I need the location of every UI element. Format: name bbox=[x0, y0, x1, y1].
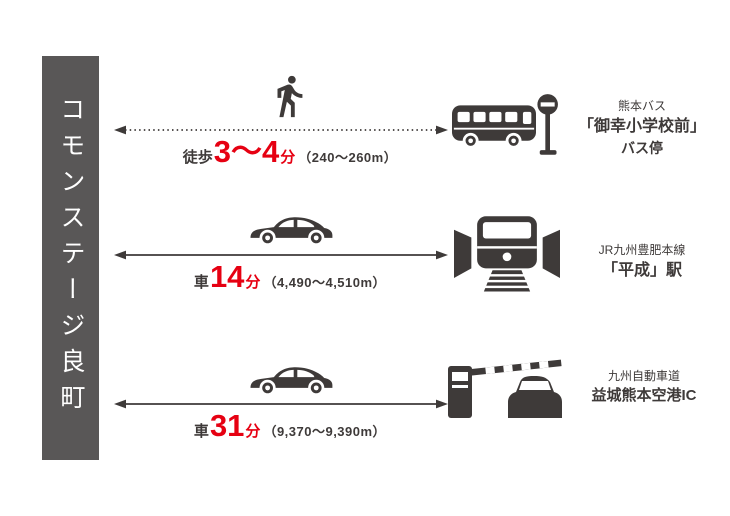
destination-line: JR九州豊肥本線 bbox=[598, 243, 686, 257]
destination-road: 九州自動車道 bbox=[607, 369, 680, 383]
destination-company: 熊本バス bbox=[617, 99, 666, 113]
destination-name: 「平成」駅 bbox=[601, 262, 682, 280]
distance-value: （9,370〜9,390m） bbox=[263, 424, 387, 439]
bus-stop-icon bbox=[452, 90, 564, 158]
time-value: 3〜4 bbox=[213, 134, 280, 169]
car-route-arrow-ic bbox=[114, 397, 448, 411]
mode-label: 車 bbox=[193, 423, 209, 440]
time-unit: 分 bbox=[280, 149, 296, 166]
car-time-distance-ic: 車 31 分 （9,370〜9,390m） bbox=[140, 410, 440, 441]
destination-name: 「御幸小学校前」 bbox=[577, 118, 706, 136]
destination-ic: 九州自動車道 益城熊本空港IC bbox=[566, 368, 722, 406]
time-unit: 分 bbox=[245, 423, 261, 440]
mode-label: 車 bbox=[193, 274, 209, 291]
time-value: 14 bbox=[209, 259, 245, 294]
car-icon bbox=[246, 356, 336, 400]
train-icon bbox=[454, 210, 560, 292]
property-name: コモンステージ良町 bbox=[57, 96, 85, 420]
destination-station: JR九州豊肥本線 「平成」駅 bbox=[566, 242, 718, 282]
walk-route-arrow bbox=[114, 123, 448, 137]
time-unit: 分 bbox=[245, 274, 261, 291]
destination-type: バス停 bbox=[621, 139, 663, 156]
walk-time-distance: 徒歩 3〜4 分 （240〜260m） bbox=[140, 136, 440, 167]
toll-gate-icon bbox=[446, 352, 568, 424]
car-route-arrow-station bbox=[114, 248, 448, 262]
walking-person-icon bbox=[266, 70, 312, 122]
time-value: 31 bbox=[209, 408, 245, 443]
property-name-banner: コモンステージ良町 bbox=[42, 56, 99, 460]
distance-value: （4,490〜4,510m） bbox=[263, 275, 387, 290]
car-time-distance-station: 車 14 分 （4,490〜4,510m） bbox=[140, 261, 440, 292]
car-icon bbox=[246, 206, 336, 250]
distance-value: （240〜260m） bbox=[298, 150, 398, 165]
mode-label: 徒歩 bbox=[182, 149, 213, 166]
destination-name: 益城熊本空港IC bbox=[591, 387, 697, 405]
destination-bus-stop: 熊本バス 「御幸小学校前」 バス停 bbox=[566, 98, 718, 158]
